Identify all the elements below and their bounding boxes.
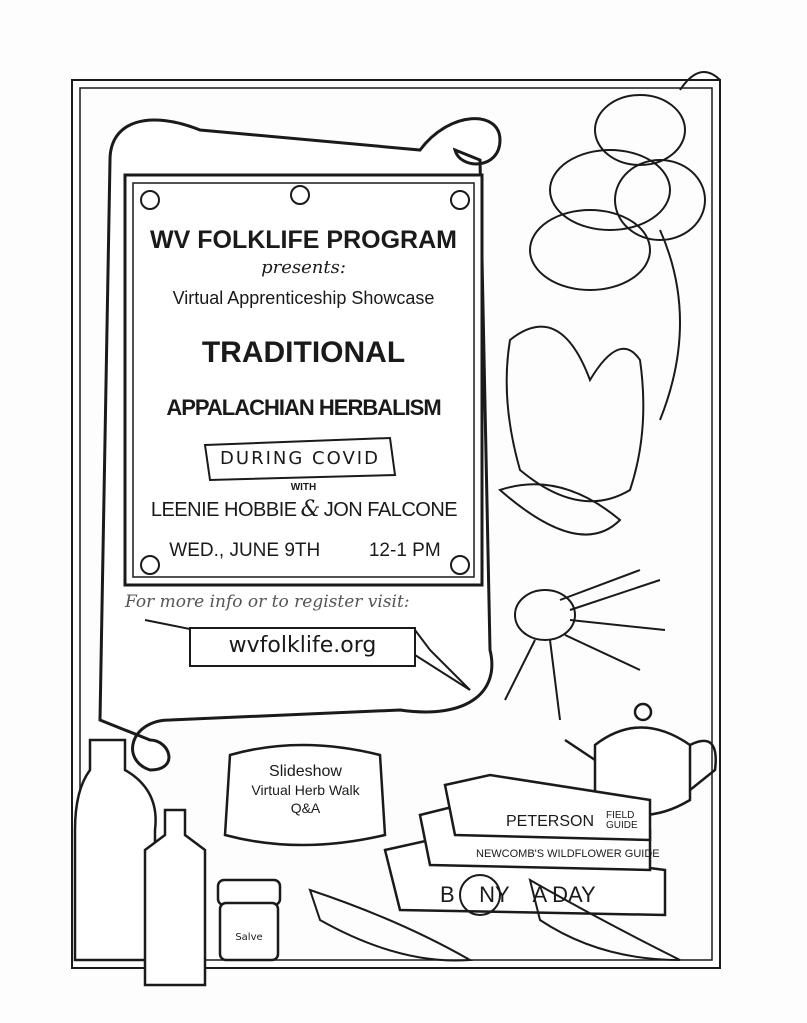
presenter-name: JON FALCONE xyxy=(323,499,458,521)
dandelion-icon xyxy=(459,874,501,916)
organization-name: WV FOLKLIFE PROGRAM xyxy=(150,226,457,254)
agenda-item: Slideshow xyxy=(269,763,342,780)
coneflower-icon xyxy=(504,569,666,721)
book-title: PETERSON xyxy=(506,813,595,830)
corner-flower-icons xyxy=(140,185,470,575)
dandelion-leaf-icon xyxy=(308,888,474,962)
inner-frame xyxy=(79,87,713,961)
agenda-item: Q&A xyxy=(290,800,321,816)
event-time: 12-1 PM xyxy=(368,540,441,561)
leaf-icon xyxy=(498,483,622,536)
event-datetime: WED., JUNE 9TH 12-1 PM xyxy=(145,540,465,562)
series-name: Virtual Apprenticeship Showcase xyxy=(172,288,435,308)
with-text: WITH xyxy=(290,482,317,493)
books-stack xyxy=(383,773,667,917)
agenda-item: Virtual Herb Walk xyxy=(251,782,360,798)
website-link[interactable]: wvfolklife.org xyxy=(228,633,377,658)
salve-jar-icon xyxy=(216,878,282,962)
event-date: WED., JUNE 9TH xyxy=(169,540,321,561)
agenda-frame xyxy=(223,743,387,847)
presenters: LEENIE HOBBIE & JON FALCONE xyxy=(128,497,480,522)
presents-text: presents: xyxy=(261,257,346,278)
presenter-name: LEENIE HOBBIE xyxy=(150,499,297,521)
event-title-line2: APPALACHIAN HERBALISM xyxy=(166,395,441,420)
agenda-list: Slideshow Virtual Herb Walk Q&A xyxy=(228,763,383,817)
event-title-line1: TRADITIONAL xyxy=(201,336,406,369)
bottles-icon xyxy=(73,738,207,987)
event-subtitle: DURING COVID xyxy=(220,448,380,469)
register-prompt: For more info or to register visit: xyxy=(125,592,410,612)
outer-frame xyxy=(71,79,721,969)
during-covid-ribbon xyxy=(203,436,397,482)
leaf-icon xyxy=(505,325,645,503)
jar-label: Salve xyxy=(235,932,263,943)
dandelion-leaf-icon xyxy=(528,877,681,961)
ampersand: & xyxy=(300,497,321,522)
book-subtitle: FIELD GUIDE xyxy=(606,810,638,831)
book-title: NEWCOMB'S WILDFLOWER GUIDE xyxy=(476,848,660,860)
foxglove-icon xyxy=(529,71,721,421)
book-title: B NY A DAY xyxy=(440,882,596,907)
